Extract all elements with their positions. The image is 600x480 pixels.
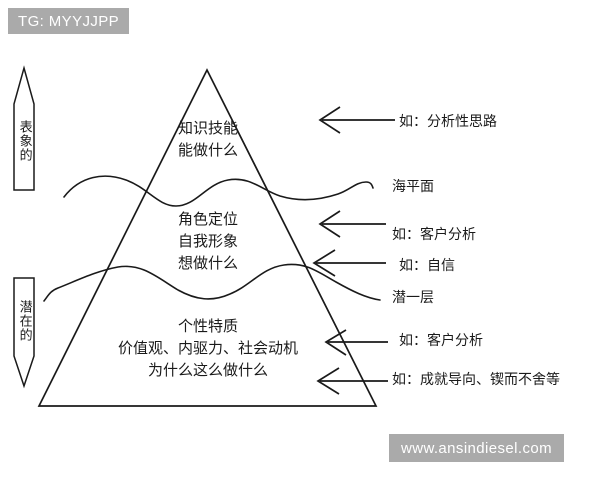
tier-surface-line-1: 知识技能 (177, 119, 238, 137)
tier-deep-line-1: 个性特质 (177, 317, 238, 335)
annotation-label-4: 如：客户分析 (399, 333, 483, 349)
tier-middle-line-2: 自我形象 (177, 231, 238, 250)
annotation-arrow-2 (318, 210, 386, 238)
pyramid-triangle (37, 68, 378, 407)
tier-deep-line-3: 为什么这么做什么 (147, 360, 268, 379)
sea-level-wave-path (63, 175, 374, 207)
annotation-arrow-5 (316, 367, 388, 395)
sub-layer-wave (43, 263, 381, 302)
watermark-bottom-right: www.ansindiesel.com (389, 434, 564, 462)
sea-level-label: 海平面 (392, 179, 434, 195)
side-arrow-label-surface: 表象的 (16, 120, 32, 162)
annotation-arrow-1 (318, 106, 395, 134)
downward-direction-arrow (13, 277, 35, 389)
annotation-arrows (312, 106, 395, 395)
annotation-label-1: 如：分析性思路 (399, 114, 497, 130)
upward-direction-arrow (13, 65, 35, 191)
tier-middle-line-3: 想做什么 (177, 253, 238, 272)
watermark-top-left: TG: MYYJJPP (8, 8, 130, 34)
annotation-arrow-3 (312, 249, 386, 277)
tier-surface-line-2: 能做什么 (177, 140, 238, 159)
tier-deep-text: 个性特质 价值观、内驱力、社会动机 为什么这么做什么 (60, 316, 356, 381)
annotation-label-5: 如：成就导向、锲而不舍等 (392, 372, 560, 388)
side-arrow-label-latent: 潜在的 (16, 300, 32, 342)
tier-middle-text: 角色定位 自我形象 想做什么 (118, 209, 298, 274)
tier-middle-line-1: 角色定位 (177, 210, 238, 228)
sub-layer-label: 潜一层 (392, 290, 434, 306)
sea-level-wave (63, 175, 374, 207)
upward-arrow-shape (13, 65, 35, 191)
annotation-label-2: 如：客户分析 (392, 227, 476, 243)
tier-surface-text: 知识技能 能做什么 (118, 118, 298, 162)
annotation-arrow-4 (324, 329, 388, 356)
tier-deep-line-2: 价值观、内驱力、社会动机 (117, 338, 298, 357)
downward-arrow-shape (13, 277, 35, 389)
sub-layer-wave-path (43, 263, 381, 302)
triangle-outline (37, 68, 378, 407)
annotation-label-3: 如：自信 (399, 258, 455, 274)
